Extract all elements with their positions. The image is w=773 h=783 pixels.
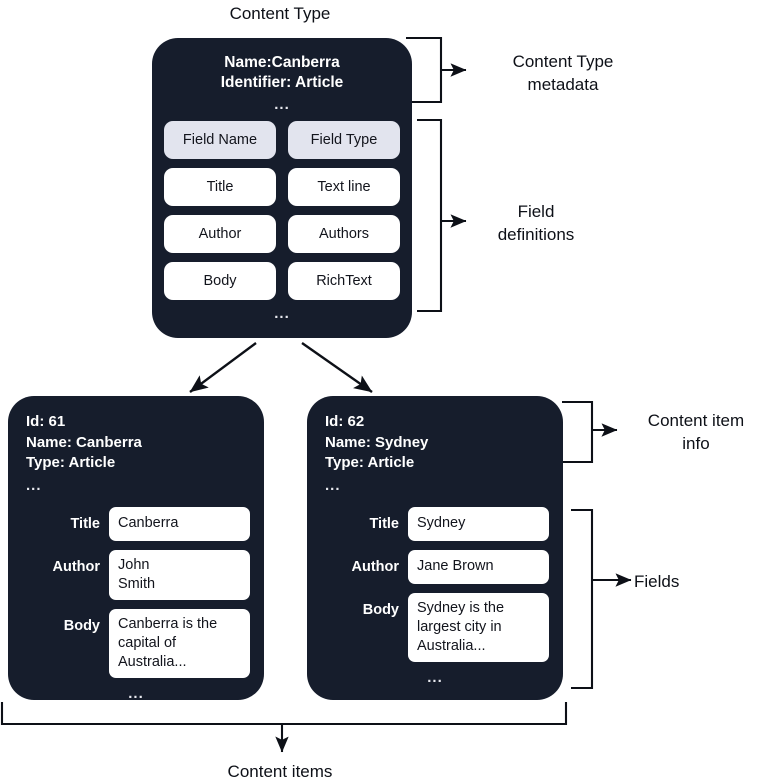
content-item-id: Id: 62 — [325, 413, 365, 430]
annotation-content-type-metadata: Content Type metadata — [512, 52, 614, 94]
field-label: Title — [369, 515, 399, 532]
content-item-fields: Title Sydney Author Jane Brown Body Sydn… — [307, 493, 563, 662]
field-definition-header-row: Field Name Field Type — [164, 121, 400, 159]
content-item-field: Author John Smith — [14, 549, 250, 600]
field-type-cell: Authors — [288, 215, 400, 253]
content-item-info-block: Id: 61 Name: Canberra Type: Article — [8, 396, 264, 474]
field-value: Canberra is the capital of Australia... — [109, 608, 250, 678]
field-label: Author — [351, 558, 399, 575]
content-item-info-ellipsis: ... — [26, 476, 42, 494]
field-value: Jane Brown — [408, 549, 549, 584]
annotation-fields: Fields — [634, 572, 680, 591]
content-item-name: Name: Sydney — [325, 433, 429, 451]
content-item-field: Title Canberra — [14, 506, 250, 541]
content-item-type: Type: Article — [325, 454, 415, 471]
content-item-field: Body Canberra is the capital of Australi… — [14, 608, 250, 678]
annotation-field-definitions: Field definitions — [497, 202, 575, 244]
content-item-info-block: Id: 62 Name: Sydney Type: Article — [307, 396, 563, 474]
content-item-card: Id: 62 Name: Sydney Type: Article ... Ti… — [307, 396, 563, 700]
content-item-card: Id: 61 Name: Canberra Type: Article ... … — [8, 396, 264, 702]
bracket-fields — [571, 508, 632, 690]
content-type-metadata-ellipsis: ... — [274, 96, 290, 113]
field-type-header: Field Type — [288, 121, 400, 159]
field-definition-table: Field Name Field Type Title Text line Au… — [152, 121, 412, 300]
bracket-content-items — [0, 702, 568, 753]
content-item-name: Name: Canberra — [26, 433, 142, 451]
field-definitions-ellipsis: ... — [274, 305, 290, 322]
arrow-to-item-left — [189, 342, 257, 393]
field-name-cell: Author — [164, 215, 276, 253]
content-item-info-ellipsis: ... — [325, 476, 341, 494]
field-type-cell: Text line — [288, 168, 400, 206]
content-item-field: Title Sydney — [313, 506, 549, 541]
field-type-cell: RichText — [288, 262, 400, 300]
field-value: Sydney — [408, 506, 549, 541]
field-value: John Smith — [109, 549, 250, 600]
content-item-fields-ellipsis: ... — [427, 668, 443, 686]
content-item-field: Author Jane Brown — [313, 549, 549, 584]
field-name-cell: Body — [164, 262, 276, 300]
field-label: Body — [362, 601, 399, 618]
field-name-header: Field Name — [164, 121, 276, 159]
content-type-identifier: Identifier: Article — [220, 74, 344, 91]
page-title-content-type: Content Type — [229, 4, 331, 23]
field-definition-row: Title Text line — [164, 168, 400, 206]
field-label: Author — [52, 558, 100, 575]
content-item-id: Id: 61 — [26, 413, 66, 430]
content-item-fields-ellipsis: ... — [128, 684, 144, 702]
bracket-field-definitions — [417, 118, 467, 313]
field-label: Title — [70, 515, 100, 532]
field-definition-row: Author Authors — [164, 215, 400, 253]
content-type-name: Name:Canberra — [224, 54, 340, 71]
field-name-cell: Title — [164, 168, 276, 206]
annotation-content-item-info: Content item info — [647, 411, 745, 453]
content-item-type: Type: Article — [26, 454, 116, 471]
field-value: Sydney is the largest city in Australia.… — [408, 592, 549, 662]
field-value: Canberra — [109, 506, 250, 541]
content-type-metadata-block: Name:Canberra Identifier: Article — [152, 38, 412, 93]
content-type-card: Name:Canberra Identifier: Article ... Fi… — [152, 38, 412, 338]
field-definition-row: Body RichText — [164, 262, 400, 300]
bracket-content-item-info — [562, 400, 618, 464]
arrow-to-item-right — [301, 342, 373, 393]
field-label: Body — [63, 617, 100, 634]
content-item-field: Body Sydney is the largest city in Austr… — [313, 592, 549, 662]
content-item-fields: Title Canberra Author John Smith Body Ca… — [8, 493, 264, 678]
bracket-content-type-metadata — [406, 36, 467, 104]
page-title-content-items: Content items — [227, 762, 333, 781]
